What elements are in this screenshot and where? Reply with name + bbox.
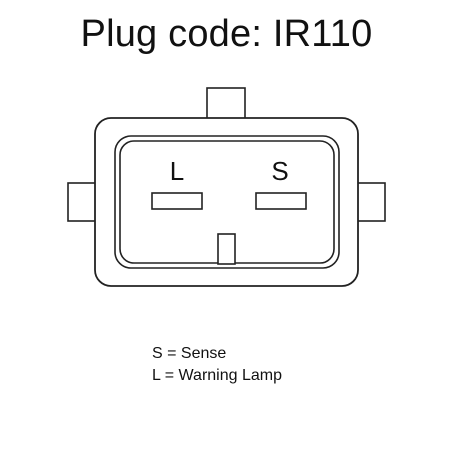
pin-legend: S = Sense L = Warning Lamp (152, 343, 282, 387)
bottom-key (217, 233, 236, 265)
right-tab (356, 182, 386, 222)
plug-code-title: Plug code: IR110 (80, 13, 373, 55)
pin-s-terminal (255, 192, 307, 210)
pin-label-l: L (170, 156, 184, 186)
left-tab (67, 182, 97, 222)
connector-housing-outer (94, 117, 359, 287)
connector-housing-inner (114, 135, 340, 269)
legend-item-warning-lamp: L = Warning Lamp (152, 367, 282, 384)
pin-l-terminal (151, 192, 203, 210)
pin-label-s: S (271, 156, 288, 186)
top-tab (206, 87, 246, 121)
legend-item-sense: S = Sense (152, 345, 227, 362)
